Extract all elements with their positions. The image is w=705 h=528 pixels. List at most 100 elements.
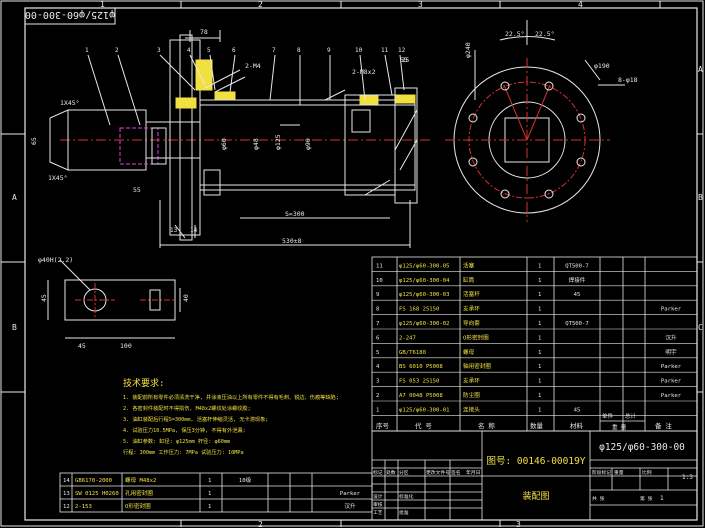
dim-55-bottom: 55	[133, 186, 141, 194]
dim-angle-2: 22.5°	[535, 30, 555, 38]
lower-bom-cell-no: 13	[63, 491, 70, 497]
notes-line-3: 3. 油缸装配后行程S=300mm, 活塞杆伸缩灵活, 无卡滞现象;	[123, 415, 268, 423]
lower-bom-cell-no: 12	[63, 504, 70, 510]
zone-right-B: B	[698, 193, 703, 202]
bom-cell-note: Parker	[661, 379, 682, 385]
dim-190: φ190	[594, 62, 610, 70]
zone-right-C: C	[698, 323, 703, 332]
dim-phi90: φ90	[304, 138, 312, 150]
bom-cell-note: Parker	[661, 307, 682, 313]
lower-bom-cell-note: 汉升	[344, 502, 356, 510]
bom-cell-qty: 1	[538, 350, 541, 356]
balloon-13: 13	[170, 227, 178, 234]
balloon-3: 3	[157, 47, 161, 54]
dim-8-holes: 8-φ18	[618, 76, 638, 84]
zone-left-A: A	[12, 193, 17, 202]
bom-cell-no: 5	[376, 350, 379, 356]
balloon-11: 11	[381, 47, 389, 54]
balloon-labels: 1 2 3 4 5 6 7 8 9 10 11 12 13 14 15	[85, 47, 410, 234]
balloon-8: 8	[297, 47, 301, 54]
notes-line-4: 4. 试验压力10.5MPa, 保压3分钟, 不得有外泄漏;	[123, 426, 246, 434]
bom-cell-mat: QT500-7	[565, 263, 589, 269]
bom-cell-name: 活塞杆	[463, 290, 480, 298]
zone-top-2: 2	[258, 0, 263, 9]
flange-end-view	[445, 20, 625, 222]
detail-dia: φ40H(2.2)	[38, 256, 73, 264]
bom-cell-note: 明宇	[665, 348, 677, 356]
zone-right-A: A	[698, 65, 703, 74]
top-code-box: φ125/φ60-300-00	[24, 7, 116, 25]
bom-h-mat: 材料	[570, 421, 584, 430]
bom-cell-no: 7	[376, 321, 379, 327]
bom-cell-qty: 1	[538, 263, 541, 269]
bom-cell-code: FS 168 25150	[399, 307, 439, 313]
lower-bom-cell-code: 2-153	[75, 504, 92, 510]
bom-cell-name: 螺母	[463, 348, 475, 356]
notes-line-1: 1. 装配前所有零件必须清洗干净, 并涂液压油以上所有零件不得有毛刺、锐边、伤痕…	[123, 393, 339, 401]
bom-cell-name: 活塞	[463, 261, 475, 269]
bom-cell-code: φ125/φ60-300-03	[399, 292, 450, 298]
bom-cell-code: FS 053 25150	[399, 379, 439, 385]
bom-cell-code: φ125/φ60-300-01	[399, 407, 450, 413]
dim-angle-1: 22.5°	[505, 30, 525, 38]
zone-top-1: 1	[100, 0, 105, 9]
title-block-label: 重量	[614, 469, 624, 476]
title-block-label: 年月日	[466, 469, 480, 476]
notes-line-6: 行程: 300mm 工作压力: 7MPa 试验压力: 10MPa	[123, 448, 244, 456]
bom-cell-no: 11	[376, 263, 383, 269]
bom-cell-qty: 1	[538, 321, 541, 327]
title-block-label: 阶段标记	[592, 469, 611, 476]
flange-dimension-text: 22.5° 22.5° φ240 φ190 8-φ18	[464, 30, 638, 84]
dim-stroke: S=300	[285, 210, 305, 218]
sheet-value: 1	[660, 495, 664, 502]
balloon-2: 2	[115, 47, 119, 54]
bom-cell-qty: 1	[538, 307, 541, 313]
bom-cell-qty: 1	[538, 393, 541, 399]
cylinder-section-view	[49, 30, 430, 248]
notes-line-2: 2. 各密封件装配时不得损伤, M48x2螺纹处涂螺纹胶;	[123, 404, 251, 412]
lower-bom-cell-code: SW 0125 H0260	[75, 491, 119, 497]
scale-value: 1:3	[682, 474, 693, 481]
zone-left-B: B	[12, 323, 17, 332]
zone-top-3: 3	[418, 0, 423, 9]
lower-bom-cell-qty: 1	[208, 504, 211, 510]
balloon-1: 1	[85, 47, 89, 54]
title-block-label: 设计	[373, 493, 383, 500]
bom-cell-note: Parker	[661, 393, 682, 399]
lower-bom-cell-name: 孔用密封圈	[125, 489, 153, 497]
detail-w45: 45	[78, 342, 86, 350]
bom-cell-qty: 1	[538, 379, 541, 385]
balloon-5: 5	[207, 47, 211, 54]
lower-bom-cell-qty: 1	[208, 491, 211, 497]
detail-dimension-text: φ40H(2.2) 45 45 100 40	[38, 256, 190, 350]
notes-line-5: 5. 油缸参数: 缸径: φ125mm 杆径: φ60mm	[123, 437, 230, 445]
lower-bom-cell-name: 螺母 M48x2	[125, 476, 156, 484]
bom-cell-no: 10	[376, 278, 383, 284]
title-block-label: 签名	[451, 469, 461, 476]
bom-h-note: 备 注	[655, 421, 672, 430]
balloon-7: 7	[272, 47, 276, 54]
bom-cell-note: 汉升	[665, 333, 677, 341]
drawing-number: 图号: 00146-00019Y	[486, 456, 585, 467]
bom-cell-no: 2	[376, 393, 379, 399]
dim-total: 530±8	[282, 237, 302, 245]
bom-h-qty: 数量	[530, 421, 544, 430]
balloon-9: 9	[327, 47, 331, 54]
title-block-grid	[371, 430, 698, 521]
bom-cell-name: 连接头	[463, 405, 480, 413]
bom-cell-code: GB/T6180	[399, 350, 426, 356]
bom-cell-name: 缸筒	[463, 276, 475, 284]
title-block-label: 分区	[399, 469, 409, 476]
notes-title: 技术要求:	[123, 377, 164, 389]
title-block-label: 标准化	[399, 493, 414, 500]
title-block-label: 标记	[373, 469, 383, 476]
zone-top-4: 4	[578, 0, 583, 9]
lower-bom-cell-name: O形密封圈	[125, 502, 151, 510]
bom-cell-code: BS 6010 P5008	[399, 364, 443, 370]
bom-cell-name: 轴用密封圈	[463, 362, 491, 370]
